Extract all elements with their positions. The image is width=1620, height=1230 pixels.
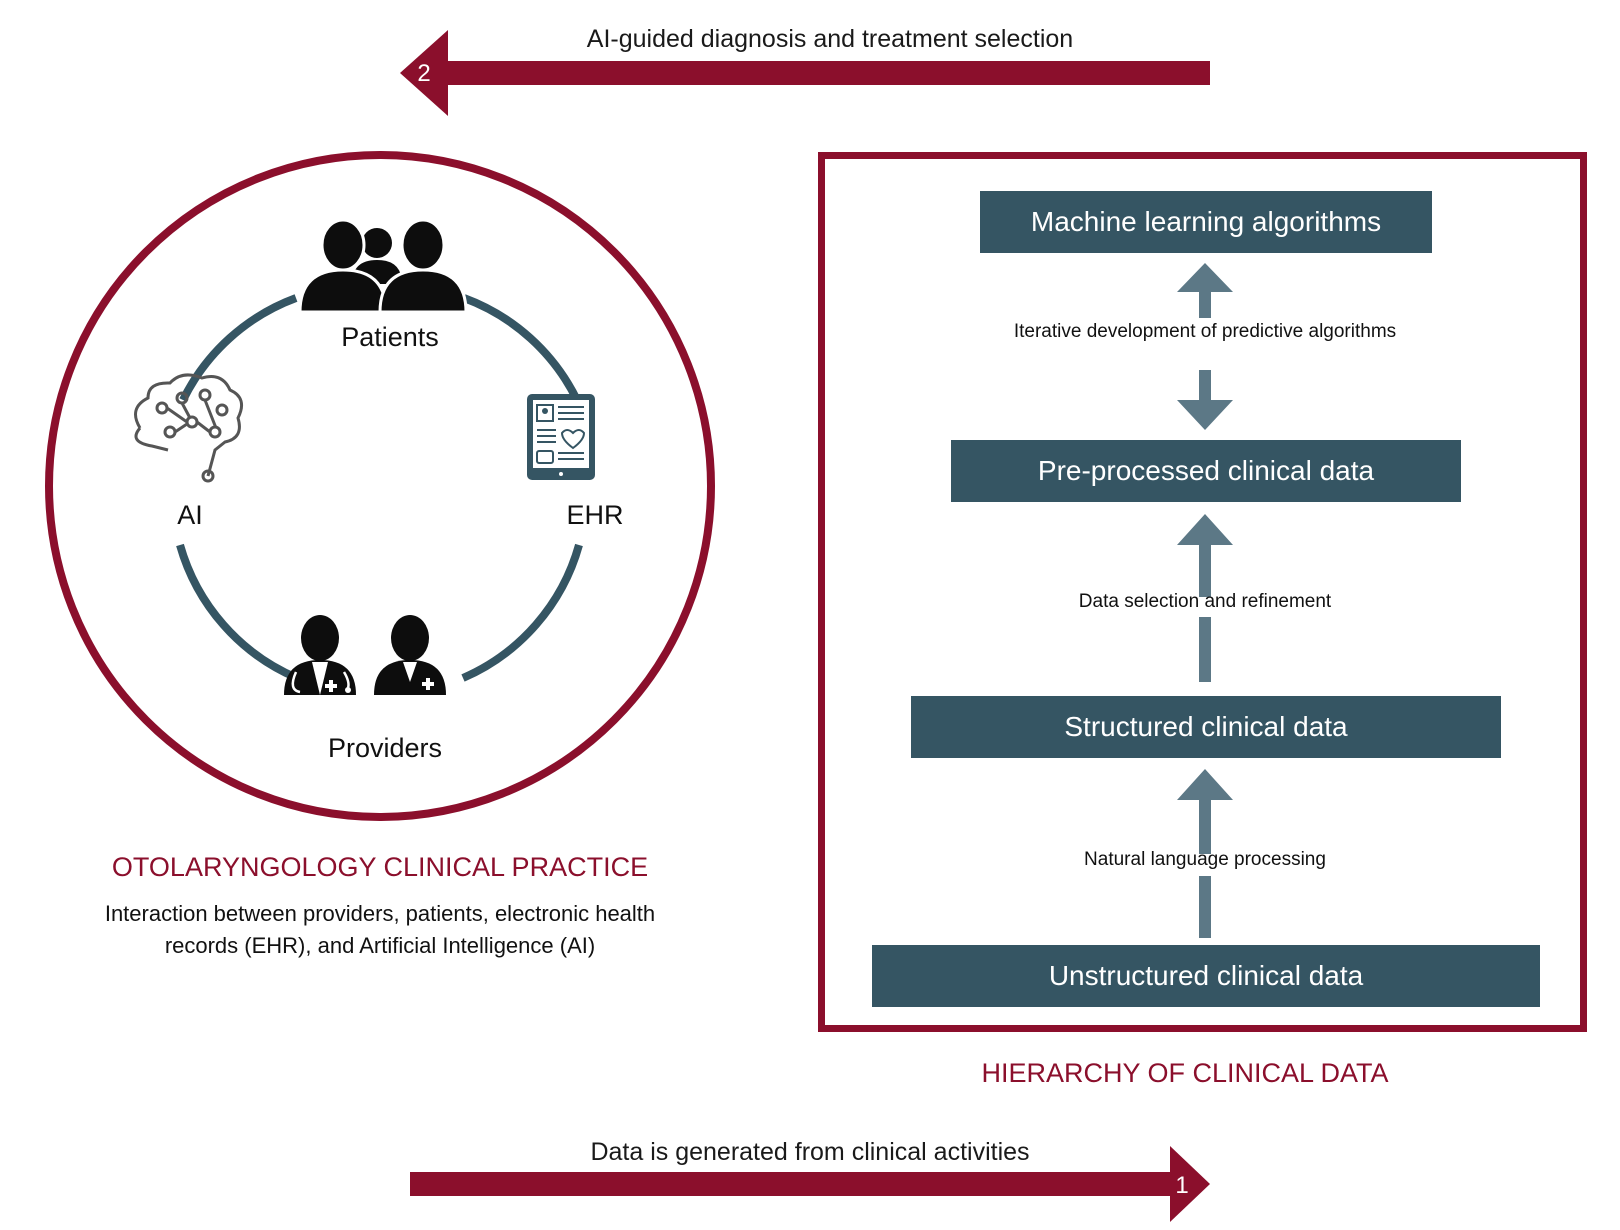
arrow-down-iterative <box>1177 370 1233 430</box>
practice-description: Interaction between providers, patients,… <box>40 898 720 962</box>
arrow-up-selection <box>1177 514 1233 682</box>
practice-description-line-2: records (EHR), and Artificial Intelligen… <box>164 933 596 958</box>
practice-title: OTOLARYNGOLOGY CLINICAL PRACTICE <box>111 852 649 882</box>
hierarchy-frame <box>818 152 1587 1032</box>
ehr-tablet-icon <box>527 394 595 480</box>
level-structured: Structured clinical data <box>911 696 1501 758</box>
node-label-providers: Providers <box>327 733 443 763</box>
interaction-ring <box>176 294 583 682</box>
brain-icon <box>134 373 244 483</box>
practice-outer-circle <box>45 151 715 821</box>
practice-description-line-1: Interaction between providers, patients,… <box>104 901 656 926</box>
step-label-iterative: Iterative development of predictive algo… <box>1013 321 1397 342</box>
hierarchy-flow-arrows <box>1177 263 1233 938</box>
bottom-arrow-label: Data is generated from clinical activiti… <box>590 1138 1030 1166</box>
node-label-patients: Patients <box>341 322 439 352</box>
bottom-arrow-number: 1 <box>1175 1172 1188 1199</box>
arrow-up-nlp <box>1177 769 1233 938</box>
level-pre-processed: Pre-processed clinical data <box>951 440 1461 502</box>
arrow-up-iterative <box>1177 263 1233 318</box>
node-label-ehr: EHR <box>566 500 624 530</box>
top-arrow-label: AI-guided diagnosis and treatment select… <box>586 25 1074 53</box>
step-label-selection: Data selection and refinement <box>1078 591 1332 612</box>
top-arrow: 2 <box>400 30 1210 116</box>
node-label-ai: AI <box>177 500 203 530</box>
patients-icon <box>298 218 468 314</box>
step-label-nlp: Natural language processing <box>1084 849 1326 870</box>
level-unstructured: Unstructured clinical data <box>872 945 1540 1007</box>
level-machine-learning: Machine learning algorithms <box>980 191 1432 253</box>
top-arrow-number: 2 <box>417 60 430 87</box>
practice-diagram <box>45 151 715 821</box>
providers-icon <box>284 615 446 695</box>
hierarchy-title: HIERARCHY OF CLINICAL DATA <box>981 1058 1389 1088</box>
bottom-arrow: 1 <box>410 1146 1210 1222</box>
